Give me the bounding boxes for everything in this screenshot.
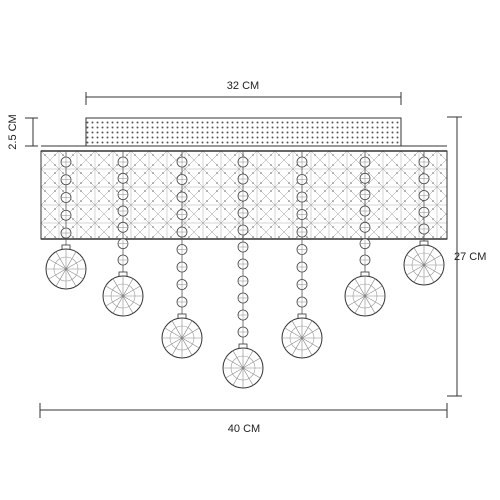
pendant-2 bbox=[102, 151, 144, 317]
crystal-bead-facet bbox=[360, 189, 370, 200]
crystal-bead-facet bbox=[61, 174, 71, 185]
canopy-plate bbox=[85, 117, 402, 147]
crystal-bead-facet bbox=[177, 262, 187, 272]
pendant-1 bbox=[45, 151, 87, 290]
crystal-ball-inner-ring bbox=[289, 325, 315, 351]
crystal-ball-facets bbox=[103, 276, 143, 316]
crystal-bead-facet bbox=[61, 228, 71, 238]
crystal-bead-facet bbox=[238, 157, 248, 167]
crystal-bead-facet bbox=[297, 192, 307, 202]
crystal-bead-facet bbox=[297, 209, 307, 220]
crystal-bead-facet bbox=[61, 157, 71, 167]
crystal-bead-facet bbox=[419, 190, 429, 201]
crystal-bead-facet bbox=[61, 192, 71, 203]
crystal-ball-inner-ring bbox=[411, 252, 437, 278]
crystal-bead-facet bbox=[61, 210, 71, 221]
pendant-3 bbox=[161, 151, 203, 359]
crystal-bead-facet bbox=[238, 310, 248, 320]
crystal-bead-facet bbox=[238, 242, 248, 252]
crystal-bead-facet bbox=[118, 255, 128, 265]
crystal-bead-facet bbox=[360, 222, 370, 233]
crystal-bead-facet bbox=[238, 191, 248, 201]
crystal-bead-facet bbox=[177, 244, 187, 255]
crystal-bead-facet bbox=[238, 174, 248, 184]
crystal-bead-facet bbox=[118, 157, 128, 167]
crystal-bead-facet bbox=[360, 173, 370, 184]
crystal-bead-facet bbox=[297, 227, 307, 237]
crystal-ball-facets bbox=[223, 348, 263, 388]
crystal-bead-facet bbox=[118, 173, 128, 184]
crystal-bead-facet bbox=[238, 225, 248, 235]
total-height-dimension: 27 CM bbox=[447, 116, 486, 397]
crystal-ball-facets bbox=[46, 249, 86, 289]
total-height-label: 27 CM bbox=[454, 251, 486, 263]
canopy-height-label: 2.5 CM bbox=[7, 114, 19, 149]
top-width-label: 32 CM bbox=[227, 80, 259, 92]
crystal-bead-facet bbox=[238, 259, 248, 269]
crystal-bead-facet bbox=[118, 189, 128, 200]
crystal-bead-facet bbox=[177, 279, 187, 290]
crystal-bead-facet bbox=[419, 224, 429, 234]
pendant-group bbox=[45, 151, 445, 389]
bottom-width-label: 40 CM bbox=[228, 423, 260, 435]
crystal-bead-facet bbox=[177, 174, 187, 185]
crystal-bead-facet bbox=[238, 327, 248, 337]
crystal-bead-facet bbox=[177, 209, 187, 220]
crystal-ball-inner-ring bbox=[352, 283, 378, 309]
crystal-bead-facet bbox=[177, 297, 187, 307]
crystal-bead-facet bbox=[297, 262, 307, 272]
pendant-6 bbox=[344, 151, 386, 317]
crystal-bead-facet bbox=[297, 279, 307, 290]
crystal-bead-facet bbox=[360, 238, 370, 249]
crystal-bead-facet bbox=[360, 157, 370, 167]
crystal-bead-facet bbox=[360, 206, 370, 216]
crystal-ball-inner-ring bbox=[230, 355, 256, 381]
top-width-dimension: 32 CM bbox=[85, 80, 402, 105]
crystal-ball-facets bbox=[345, 276, 385, 316]
bottom-width-dimension: 40 CM bbox=[39, 403, 448, 435]
pendant-5 bbox=[281, 151, 323, 359]
crystal-bead-facet bbox=[419, 173, 429, 184]
crystal-bead-facet bbox=[360, 255, 370, 265]
crystal-bead-facet bbox=[238, 293, 248, 303]
crystal-bead-facet bbox=[297, 174, 307, 185]
crystal-bead-facet bbox=[238, 208, 248, 218]
crystal-bead-facet bbox=[118, 206, 128, 216]
crystal-ball-facets bbox=[404, 245, 444, 285]
crystal-ball-facets bbox=[282, 318, 322, 358]
crystal-bead-facet bbox=[297, 297, 307, 307]
crystal-bead-facet bbox=[118, 222, 128, 233]
crystal-ball-inner-ring bbox=[169, 325, 195, 351]
crystal-bead-facet bbox=[177, 227, 187, 237]
crystal-bead-facet bbox=[238, 276, 248, 286]
crystal-bead-facet bbox=[177, 157, 187, 167]
crystal-bead-facet bbox=[419, 157, 429, 167]
crystal-bead-facet bbox=[297, 244, 307, 255]
pendant-4 bbox=[222, 151, 264, 389]
crystal-ball-inner-ring bbox=[53, 256, 79, 282]
canopy bbox=[85, 117, 402, 147]
crystal-ball-inner-ring bbox=[110, 283, 136, 309]
crystal-bead-facet bbox=[177, 192, 187, 202]
crystal-bead-facet bbox=[118, 238, 128, 249]
crystal-bead-facet bbox=[419, 207, 429, 218]
crystal-ball-facets bbox=[162, 318, 202, 358]
crystal-bead-facet bbox=[297, 157, 307, 167]
canopy-height-dimension: 2.5 CM bbox=[7, 114, 38, 150]
pendant-7 bbox=[403, 151, 445, 286]
